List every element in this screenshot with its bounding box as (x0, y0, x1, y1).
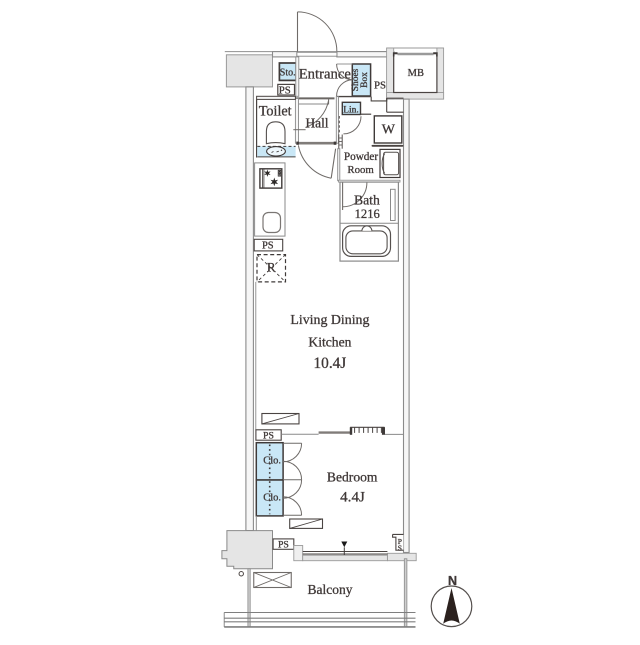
svg-text:Kitchen: Kitchen (308, 334, 351, 349)
svg-text:W: W (382, 123, 396, 138)
svg-text:Hall: Hall (305, 116, 328, 131)
svg-text:Toilet: Toilet (259, 104, 292, 120)
svg-text:N: N (448, 574, 457, 588)
svg-text:Shoes: Shoes (351, 68, 361, 91)
svg-text:4.4J: 4.4J (340, 489, 365, 505)
svg-text:P: P (398, 537, 402, 546)
svg-text:PS: PS (262, 241, 274, 252)
svg-text:Box: Box (360, 72, 370, 88)
svg-text:S: S (398, 543, 402, 552)
svg-text:Sto.: Sto. (280, 67, 296, 78)
svg-text:Lin.: Lin. (343, 105, 359, 115)
svg-text:10.4J: 10.4J (314, 355, 347, 372)
svg-text:Clo.: Clo. (263, 456, 281, 467)
svg-text:Powder: Powder (344, 151, 378, 163)
svg-text:Entrance: Entrance (299, 66, 352, 82)
svg-text:Clo.: Clo. (263, 493, 281, 504)
svg-text:Room: Room (347, 164, 374, 176)
svg-text:1216: 1216 (355, 207, 380, 221)
svg-text:Balcony: Balcony (308, 582, 353, 597)
svg-text:PS: PS (374, 80, 386, 92)
svg-text:R: R (267, 259, 276, 274)
svg-text:PS: PS (278, 540, 289, 551)
svg-text:PS: PS (263, 430, 274, 441)
svg-text:Bedroom: Bedroom (327, 470, 378, 485)
svg-text:MB: MB (408, 68, 424, 79)
svg-text:Living Dining: Living Dining (290, 313, 369, 328)
svg-text:Bath: Bath (354, 193, 380, 208)
svg-text:PS: PS (279, 85, 291, 97)
